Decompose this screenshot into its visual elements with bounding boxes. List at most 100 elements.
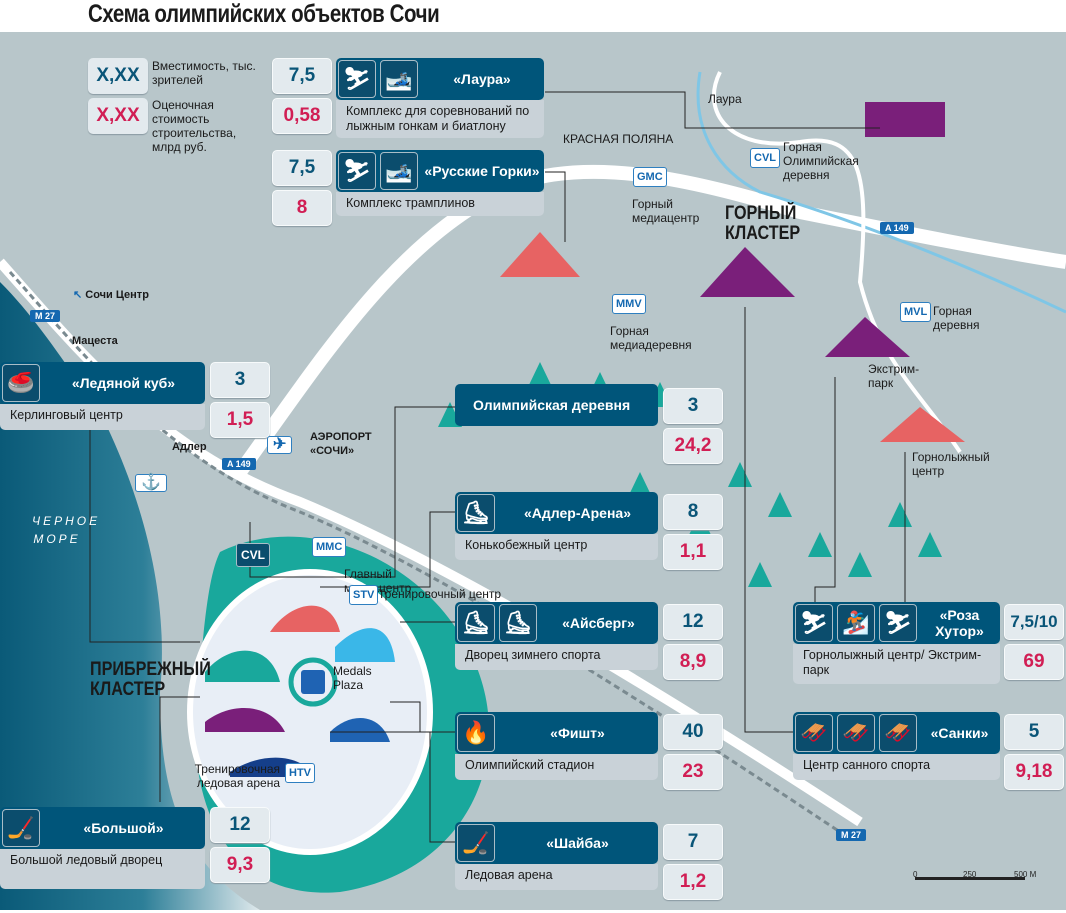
sea (0, 282, 260, 910)
label-gorny-media-village: Горная медиадеревня (610, 324, 692, 352)
label-medals-plaza: Medals Plaza (333, 664, 372, 692)
mountain-venues (500, 102, 965, 442)
label-gorny-cluster: ГОРНЫЙ КЛАСТЕР (725, 203, 801, 244)
ski-jump-icon: ⛷ (338, 60, 376, 98)
venue-card-sanki[interactable]: 🛷 🛷 🛷 «Санки» (793, 712, 1000, 754)
venue-card-fisht[interactable]: 🔥 «Фишт» (455, 712, 658, 754)
road-a149-west: A 149 (222, 458, 256, 470)
scale-zero: 0 (913, 870, 918, 879)
venue-desc-adler-arena: Конькобежный центр (455, 534, 658, 560)
scale-max: 500 M (1014, 870, 1037, 879)
skeleton-icon: 🛷 (879, 714, 917, 752)
nordic-combined-icon: 🎿 (380, 152, 418, 190)
capacity-bolshoy: 12 (210, 807, 270, 843)
mountain-road (712, 71, 962, 454)
badge-mvl[interactable]: MVL (900, 302, 932, 322)
cost-fisht: 23 (663, 754, 723, 790)
label-sea: ЧЕРНОЕ МОРЕ (32, 514, 101, 546)
capacity-sanki: 5 (1004, 714, 1064, 750)
capacity-fisht: 40 (663, 714, 723, 750)
anchor-icon: ⚓ (135, 474, 167, 492)
cost-sanki: 9,18 (1004, 754, 1064, 790)
badge-cvl-mountain[interactable]: CVL (750, 148, 780, 168)
road-a149-east: A 149 (880, 222, 914, 234)
figure-skating-icon: ⛸ (499, 604, 537, 642)
cost-laura: 0,58 (272, 98, 332, 134)
map-area: X,XX Вместимость, тыс. зрителей X,XX Оце… (0, 32, 1066, 910)
leader-lines (89, 91, 906, 843)
badge-cvl-coastal[interactable]: CVL (236, 543, 270, 567)
venue-desc-ledyanoy-kub: Керлинговый центр (0, 404, 205, 430)
page-title: Схема олимпийских объектов Сочи (88, 0, 440, 28)
venue-desc-russkie-gorki: Комплекс трамплинов (336, 192, 544, 216)
capacity-russkie-gorki: 7,5 (272, 150, 332, 186)
label-matsesta: Мацеста (72, 335, 118, 347)
label-airport: АЭРОПОРТ «СОЧИ» (310, 431, 372, 457)
capacity-laura: 7,5 (272, 58, 332, 94)
venue-card-adler-arena[interactable]: ⛸ «Адлер-Арена» (455, 492, 658, 534)
cost-adler-arena: 1,1 (663, 534, 723, 570)
label-laura: Лаура (708, 92, 742, 106)
luge-icon: 🛷 (837, 714, 875, 752)
label-training-ice-arena: Тренировочная ледовая арена (194, 762, 280, 790)
label-ski-center: Горнолыжный центр (912, 450, 990, 478)
venue-desc-laura: Комплекс для соревнований по лыжным гонк… (336, 100, 544, 138)
label-krasnaya-polyana: КРАСНАЯ ПОЛЯНА (563, 132, 674, 146)
biathlon-icon: 🎿 (380, 60, 418, 98)
venue-card-roza-khutor[interactable]: ⛷ 🏂 ⛷ «Роза Хутор» (793, 602, 1000, 644)
highway-a149 (234, 164, 1066, 477)
cost-roza-khutor: 69 (1004, 644, 1064, 680)
capacity-ledyanoy-kub: 3 (210, 362, 270, 398)
label-training-center: Тренировочный центр (378, 587, 502, 601)
cost-olympic-village: 24,2 (663, 428, 723, 464)
capacity-olympic-village: 3 (663, 388, 723, 424)
legend-capacity-sample: X,XX (88, 58, 148, 94)
venue-desc-sanki: Центр санного спорта (793, 754, 1000, 780)
venue-desc-fisht: Олимпийский стадион (455, 754, 658, 780)
legend-capacity-label: Вместимость, тыс. зрителей (152, 59, 256, 87)
venue-card-russkie-gorki[interactable]: ⛷ 🎿 «Русские Горки» (336, 150, 544, 192)
badge-stv[interactable]: STV (349, 585, 379, 605)
capacity-shayba: 7 (663, 824, 723, 860)
label-gorny-olympic-village: Горная Олимпийская деревня (783, 140, 859, 182)
cost-aysberg: 8,9 (663, 644, 723, 680)
curling-icon: 🥌 (2, 364, 40, 402)
scale-mid: 250 (963, 870, 977, 879)
venue-desc-roza-khutor: Горнолыжный центр/ Экстрим-парк (793, 644, 1000, 684)
cost-ledyanoy-kub: 1,5 (210, 402, 270, 438)
badge-mmc[interactable]: MMC (312, 537, 347, 557)
badge-mmv[interactable]: MMV (612, 294, 646, 314)
cross-country-ski-icon: ⛷ (338, 152, 376, 190)
badge-htv[interactable]: HTV (285, 763, 315, 783)
venue-card-shayba[interactable]: 🏒 «Шайба» (455, 822, 658, 864)
label-sochi-center: ↖ Сочи Центр (73, 289, 149, 301)
label-coastal-cluster: ПРИБРЕЖНЫЙ КЛАСТЕР (90, 659, 211, 700)
capacity-adler-arena: 8 (663, 494, 723, 530)
olympic-flame-icon: 🔥 (457, 714, 495, 752)
alpine-ski-icon: ⛷ (879, 604, 917, 642)
badge-gmc[interactable]: GMC (633, 167, 667, 187)
label-extreme-park: Экстрим-парк (868, 362, 920, 390)
venue-desc-aysberg: Дворец зимнего спорта (455, 644, 658, 670)
venue-card-aysberg[interactable]: ⛸ ⛸ «Айсберг» (455, 602, 658, 644)
speed-skating-icon: ⛸ (457, 494, 495, 532)
hockey-icon: 🏒 (2, 809, 40, 847)
freestyle-icon: ⛷ (795, 604, 833, 642)
airplane-icon: ✈ (267, 436, 293, 454)
hockey-icon: 🏒 (457, 824, 495, 862)
legend-cost-label: Оценочная стоимость строительства, млрд … (152, 98, 237, 154)
venue-desc-shayba: Ледовая арена (455, 864, 658, 890)
bobsleigh-icon: 🛷 (795, 714, 833, 752)
cost-shayba: 1,2 (663, 864, 723, 900)
venue-card-ledyanoy-kub[interactable]: 🥌 «Ледяной куб» (0, 362, 205, 404)
label-adler: Адлер (172, 441, 207, 453)
snowboard-icon: 🏂 (837, 604, 875, 642)
venue-card-olympic-village[interactable]: Олимпийская деревня (455, 384, 658, 426)
label-gorny-village: Горная деревня (933, 304, 980, 332)
cost-russkie-gorki: 8 (272, 190, 332, 226)
venue-card-laura[interactable]: ⛷ 🎿 «Лаура» (336, 58, 544, 100)
arrow-up-left-icon: ↖ (73, 289, 86, 301)
road-m27-south: M 27 (836, 829, 867, 841)
cost-bolshoy: 9,3 (210, 847, 270, 883)
venue-card-bolshoy[interactable]: 🏒 «Большой» (0, 807, 205, 849)
